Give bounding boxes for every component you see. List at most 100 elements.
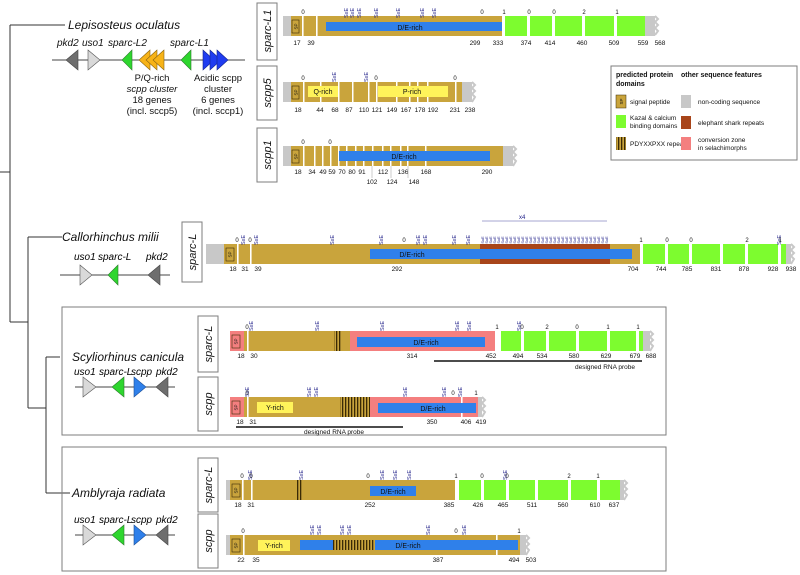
row-label-boxes: sparc-L1 scpp5 scpp1 sparc-L sparc-L scp… (181, 2, 278, 569)
pkd2-gene-arrow (155, 524, 169, 546)
position-label: 314 (407, 353, 418, 360)
svg-text:0: 0 (301, 10, 305, 16)
position-label: 252 (365, 502, 376, 509)
row-label-box-lepi-scpp1 (256, 127, 278, 183)
position-label: 610 (590, 502, 601, 509)
gene-label-sparc-l1: sparc-L1 (170, 38, 209, 49)
exon-segment (501, 331, 521, 351)
sxe-mark: SxE (344, 8, 350, 18)
sxe-mark: SxE (380, 321, 386, 331)
sxe-mark: SxE (480, 236, 485, 244)
legend-heading-domains-2: domains (616, 81, 645, 88)
sp-label: SP (234, 487, 239, 493)
pdyxxpxx-repeat (333, 540, 375, 550)
svg-text:0: 0 (402, 238, 406, 244)
position-label: 231 (450, 107, 461, 114)
scpp-gene-arrow (133, 524, 147, 546)
sxe-mark: SxE (528, 236, 533, 244)
sp-label: SP (234, 404, 239, 410)
exon-segment (781, 244, 786, 264)
row-label-ambly-sparcl: sparc-L (203, 467, 215, 504)
legend-label-kazal: Kazal & calcium (630, 115, 676, 122)
sxe-mark: SxE (572, 236, 577, 244)
position-label: 30 (250, 353, 258, 360)
svg-text:1: 1 (615, 10, 619, 16)
position-label: 149 (387, 107, 398, 114)
position-label: 59 (328, 169, 336, 176)
legend-label-kazal-2: binding domains (630, 123, 678, 130)
domain-label: Y-rich (265, 543, 283, 550)
position-label: 938 (786, 266, 797, 273)
row-label-scyl-sparcl: sparc-L (203, 326, 215, 363)
sxe-mark: SxE (536, 236, 541, 244)
sparc-l1-gene-arrow (180, 49, 192, 71)
rna-probe-label: designed RNA probe (575, 364, 635, 371)
legend-swatch-conversion (681, 137, 691, 150)
position-label: 148 (409, 179, 420, 186)
locus-amblyraja: uso1 sparc-L scpp pkd2 (74, 515, 178, 546)
sxe-mark: SxE (332, 72, 338, 82)
position-label: 385 (444, 502, 455, 509)
legend-label-conversion: conversion zone (698, 137, 746, 144)
positions-ambly-sparcl: 18 31 252 385 426 465 511 560 610 637 (234, 502, 619, 509)
pkd2-gene-arrow (147, 264, 161, 286)
position-label: 560 (558, 502, 569, 509)
sxe-markers-scyl-sparcl: SxE SxE SxE SxE SxE SxE (249, 321, 523, 331)
sxe-mark: SxE (374, 8, 380, 18)
svg-text:1: 1 (454, 474, 458, 480)
position-label: 49 (319, 169, 327, 176)
position-label: 374 (521, 40, 532, 47)
sxe-mark: SxE (241, 235, 247, 245)
sxe-mark: SxE (310, 525, 316, 535)
svg-text:0: 0 (374, 76, 378, 82)
sxe-mark: SxE (379, 235, 385, 245)
svg-text:2: 2 (582, 10, 586, 16)
position-label: 44 (316, 107, 324, 114)
uso1-gene-arrow (79, 264, 93, 286)
domain-label: D/E-rich (395, 543, 420, 550)
sxe-mark: SxE (588, 236, 593, 244)
svg-text:0: 0 (240, 474, 244, 480)
position-label: 80 (348, 169, 356, 176)
position-label: 679 (630, 353, 641, 360)
sp-label: SP (228, 251, 233, 257)
svg-text:0: 0 (575, 325, 579, 331)
svg-text:0: 0 (480, 10, 484, 16)
domain-label: D/E-rich (391, 154, 416, 161)
p-rich-domain (378, 86, 448, 97)
gene-label-sparc-l: sparc-L (99, 515, 132, 526)
sxe-mark: SxE (556, 236, 561, 244)
pdyxxpxx-repeat (296, 480, 302, 500)
rna-probe-label: designed RNA probe (304, 429, 364, 436)
sxe-mark: SxE (544, 236, 549, 244)
pdyxxpxx-repeat (340, 397, 370, 417)
sxe-mark: SxE (462, 525, 468, 535)
sxe-markers-lepi-scpp5: SxE SxE (332, 72, 370, 82)
positions-lepi-scpp5: 18 44 68 87 110 121 149 167 178 192 231 … (294, 107, 475, 114)
position-label: 509 (609, 40, 620, 47)
sp-label: SP (234, 338, 239, 344)
svg-text:0: 0 (454, 529, 458, 535)
sxe-mark: SxE (254, 235, 260, 245)
exon-segment (555, 16, 582, 36)
position-label: 39 (307, 40, 315, 47)
position-label: 704 (628, 266, 639, 273)
positions-scyl-sparcl: 18 30 314 452 494 534 580 629 679 688 (237, 353, 656, 360)
signal-peptide-box (231, 400, 241, 415)
svg-text:1: 1 (502, 10, 506, 16)
sxe-mark: SxE (560, 236, 565, 244)
position-label: 511 (527, 502, 538, 509)
species-name-callorhinchus: Callorhinchus milii (62, 230, 159, 244)
sxe-mark: SxE (584, 236, 589, 244)
phase-labels-lepi-scpp1: 0 0 (301, 140, 332, 146)
position-label: 494 (513, 353, 524, 360)
de-rich-domain (370, 249, 632, 259)
position-label: 534 (537, 353, 548, 360)
signal-peptide-box (291, 85, 300, 100)
sp-label: SP (294, 153, 299, 159)
sxe-mark: SxE (396, 8, 402, 18)
svg-text:0: 0 (527, 10, 531, 16)
exon-segment (643, 244, 665, 264)
svg-text:1: 1 (596, 474, 600, 480)
sxe-mark: SxE (458, 387, 464, 397)
